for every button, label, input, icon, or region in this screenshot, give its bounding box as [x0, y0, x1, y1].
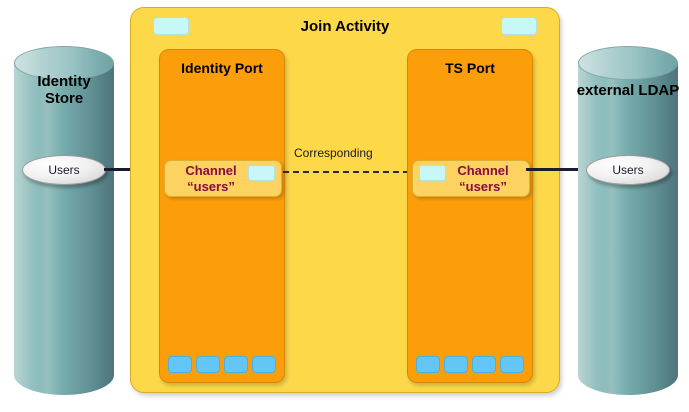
external-ldap-users-pill[interactable]: Users: [586, 155, 670, 185]
ts-port-slot-4[interactable]: [500, 356, 524, 373]
activity-tab-right-icon[interactable]: [501, 17, 537, 35]
connector-ts-port-to-external-ldap: [526, 168, 596, 171]
identity-port-channel-users[interactable]: Channel “users”: [164, 160, 282, 197]
identity-port-slot-1[interactable]: [168, 356, 192, 373]
identity-store-cylinder-body: [14, 63, 114, 395]
connector-corresponding-dashed: [283, 171, 409, 173]
ts-port-channel-line2: “users”: [459, 179, 507, 194]
identity-store-users-pill[interactable]: Users: [22, 155, 106, 185]
ts-port-channel-tab-icon[interactable]: [419, 165, 446, 181]
ts-port-slot-1[interactable]: [416, 356, 440, 373]
external-ldap-label: external LDAP: [576, 82, 680, 99]
activity-title: Join Activity: [300, 18, 390, 35]
external-ldap-cylinder-body: [578, 63, 678, 395]
identity-store-cylinder-top: [14, 46, 114, 80]
ts-port-channel-users[interactable]: Channel “users”: [412, 160, 530, 197]
ts-port-slot-3[interactable]: [472, 356, 496, 373]
identity-port-slot-2[interactable]: [196, 356, 220, 373]
ts-port-slot-group: [416, 356, 524, 373]
external-ldap-cylinder[interactable]: external LDAP: [577, 46, 679, 395]
identity-store-cylinder[interactable]: Identity Store: [14, 46, 114, 395]
corresponding-label: Corresponding: [294, 146, 373, 160]
activity-tab-left-icon[interactable]: [153, 17, 189, 35]
identity-store-label: Identity Store: [37, 73, 91, 107]
join-activity-container[interactable]: Join Activity Identity Port Channel “use…: [130, 7, 560, 393]
identity-port-slot-4[interactable]: [252, 356, 276, 373]
ts-port-channel-line1: Channel: [457, 163, 509, 178]
identity-port-panel[interactable]: Identity Port Channel “users”: [159, 49, 285, 383]
ts-port-title: TS Port: [445, 60, 495, 76]
identity-port-slot-3[interactable]: [224, 356, 248, 373]
identity-port-channel-text: Channel “users”: [165, 163, 281, 195]
identity-port-channel-tab-icon[interactable]: [248, 165, 275, 181]
external-ldap-cylinder-top: [578, 46, 678, 80]
ts-port-channel-text: Channel “users”: [413, 163, 529, 195]
identity-port-channel-line1: Channel: [185, 163, 237, 178]
identity-port-title: Identity Port: [181, 60, 263, 76]
identity-port-channel-line2: “users”: [187, 179, 235, 194]
ts-port-slot-2[interactable]: [444, 356, 468, 373]
external-ldap-users-pill-label: Users: [612, 163, 644, 177]
ts-port-panel[interactable]: TS Port Channel “users”: [407, 49, 533, 383]
identity-store-users-pill-label: Users: [48, 163, 80, 177]
identity-port-slot-group: [168, 356, 276, 373]
